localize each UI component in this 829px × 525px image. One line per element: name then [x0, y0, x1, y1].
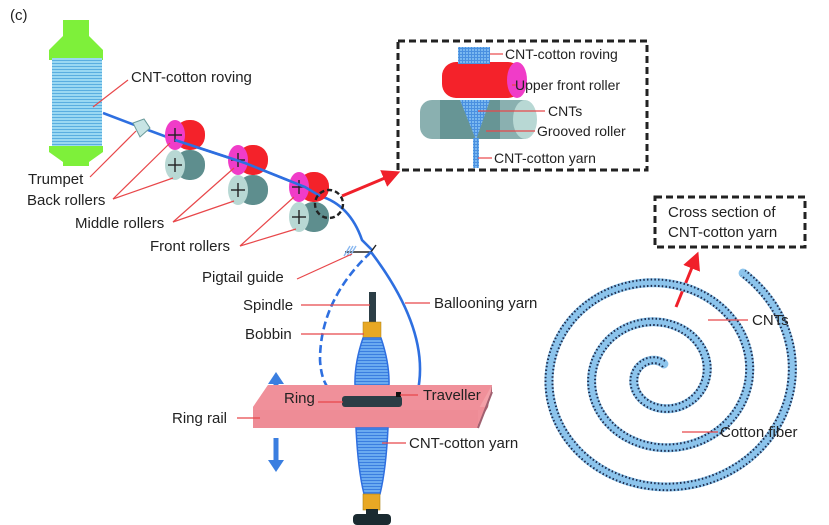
label-front-rollers: Front rollers — [150, 238, 230, 255]
cross-section-label-cnts: CNTs — [752, 312, 789, 329]
roving-bobbin — [49, 20, 103, 166]
traveller — [396, 392, 401, 397]
yarn-cop-lower — [355, 427, 389, 495]
bobbin-top — [362, 321, 382, 339]
inset-leaders — [478, 53, 545, 159]
cross-section-title-line1: Cross section of — [668, 204, 776, 221]
label-back-rollers: Back rollers — [27, 192, 105, 209]
zoom-circle — [313, 188, 345, 220]
label-spindle: Spindle — [243, 297, 293, 314]
leader-lines — [89, 79, 430, 444]
inset-box — [396, 39, 649, 172]
label-trumpet: Trumpet — [28, 171, 84, 188]
cross-section-title-line2: CNT-cotton yarn — [668, 224, 777, 241]
label-middle-rollers: Middle rollers — [75, 215, 164, 232]
inset-label-yarn: CNT-cotton yarn — [494, 150, 596, 166]
zoom-arrow — [341, 170, 401, 198]
label-ring-rail: Ring rail — [172, 410, 227, 427]
yarn-over-rollers — [174, 138, 321, 198]
trumpet-icon — [132, 118, 151, 138]
cnt-dots-inner — [551, 274, 790, 485]
cross-section-label-cotton-fiber: Cotton fiber — [720, 424, 798, 441]
cotton-fiber-band — [544, 268, 797, 492]
inset-label-upper-front-roller: Upper front roller — [515, 77, 620, 93]
panel-label: (c) — [10, 7, 28, 24]
front-rollers — [289, 172, 329, 232]
label-pigtail-guide: Pigtail guide — [202, 269, 284, 286]
bobbin-bottom — [362, 493, 381, 511]
spindle — [369, 292, 376, 322]
spindle-base — [353, 514, 391, 525]
cross-section-spiral — [544, 268, 797, 492]
label-yarn-bottom: CNT-cotton yarn — [409, 435, 518, 452]
inset-label-cnts: CNTs — [548, 103, 582, 119]
inset-label-grooved-roller: Grooved roller — [537, 123, 626, 139]
ring — [342, 396, 402, 407]
label-bobbin: Bobbin — [245, 326, 292, 343]
label-ring: Ring — [284, 390, 315, 407]
label-ballooning-yarn: Ballooning yarn — [434, 295, 537, 312]
inset-label-roving: CNT-cotton roving — [505, 46, 618, 62]
label-roving: CNT-cotton roving — [131, 69, 252, 86]
back-rollers — [165, 120, 205, 180]
label-traveller: Traveller — [423, 387, 481, 404]
middle-rollers — [228, 145, 268, 205]
cross-section-title-box — [653, 195, 807, 249]
